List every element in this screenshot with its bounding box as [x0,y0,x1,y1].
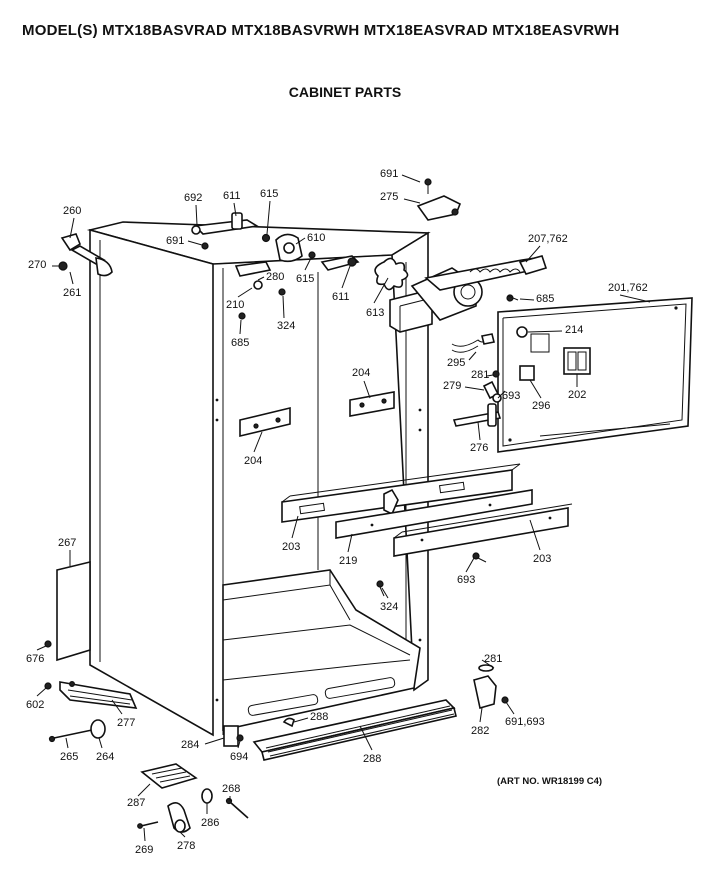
callout-203: 203 [533,553,551,565]
callout-265: 265 [60,751,78,763]
kick-plate-grille [223,699,457,761]
callout-685: 685 [231,337,249,349]
top-hinge-260 [58,233,113,277]
callout-288: 288 [363,753,381,765]
callout-203: 203 [282,541,300,553]
callout-204: 204 [244,455,262,467]
callout-611: 611 [223,190,241,202]
callout-267: 267 [58,537,76,549]
mullion-bar-lower [393,503,573,557]
mullion-bar-upper [281,463,521,523]
callout-691: 691 [380,168,398,180]
callout-692: 692 [184,192,202,204]
callout-676: 676 [26,653,44,665]
callout-287: 287 [127,797,145,809]
callout-611: 611 [332,291,350,303]
callout-286: 286 [201,817,219,829]
callout-281: 281 [484,653,502,665]
callout-261: 261 [63,287,81,299]
callout-615: 615 [260,188,278,200]
callout-288: 288 [310,711,328,723]
callout-602: 602 [26,699,44,711]
bracket-204-upper [349,391,395,417]
callout-labels: 691 275 692 611 615 260 691 610 207,762 270 280 615… [26,168,648,856]
callout-280: 280 [266,271,284,283]
cabinet-body [86,221,431,737]
callout-694: 694 [230,751,248,763]
hinge-cover-287 [140,763,198,789]
mullion-bar-middle [335,489,533,539]
art-number: (ART NO. WR18199 C4) [497,776,603,787]
callout-615: 615 [296,273,314,285]
callout-204: 204 [352,367,370,379]
callout-275: 275 [380,191,398,203]
callout-693: 693 [502,390,520,402]
callout-691: 691 [166,235,184,247]
callout-277: 277 [117,717,135,729]
callout-691-693: 691,693 [505,716,545,728]
callout-201-762: 201,762 [608,282,648,294]
defrost-heater [424,255,548,291]
callout-207-762: 207,762 [528,233,568,245]
callout-276: 276 [470,442,488,454]
callout-210: 210 [226,299,244,311]
callout-279: 279 [443,380,461,392]
top-channel-parts [191,212,360,320]
top-hinge-275 [416,178,462,221]
bottom-hinge-282 [473,664,509,710]
callout-282: 282 [471,725,489,737]
screws [44,294,519,742]
callout-296: 296 [532,400,550,412]
control-panel-201 [497,297,693,453]
roller-264-265 [48,719,106,743]
callout-278: 278 [177,840,195,852]
callout-324: 324 [277,320,295,332]
side-panel-267 [56,560,91,662]
hinge-278-parts [137,788,249,833]
callout-685: 685 [536,293,554,305]
callout-268: 268 [222,783,240,795]
callout-610: 610 [307,232,325,244]
diagram-subtitle: CABINET PARTS [288,84,402,100]
leveling-bracket-277 [59,680,138,709]
callout-284: 284 [181,739,199,751]
callout-214: 214 [565,324,583,336]
model-header: MODEL(S) MTX18BASVRAD MTX18BASVRWH MTX18… [22,22,620,39]
bracket-204-lower [239,406,291,438]
callout-260: 260 [63,205,81,217]
callout-324: 324 [380,601,398,613]
callout-269: 269 [135,844,153,856]
callout-613: 613 [366,307,384,319]
callout-281: 281 [471,369,489,381]
callout-264: 264 [96,751,114,763]
callout-219: 219 [339,555,357,567]
callout-295: 295 [447,357,465,369]
callout-202: 202 [568,389,586,401]
callout-270: 270 [28,259,46,271]
callout-693: 693 [457,574,475,586]
sensor-parts [451,333,502,427]
leader-lines [36,174,651,842]
